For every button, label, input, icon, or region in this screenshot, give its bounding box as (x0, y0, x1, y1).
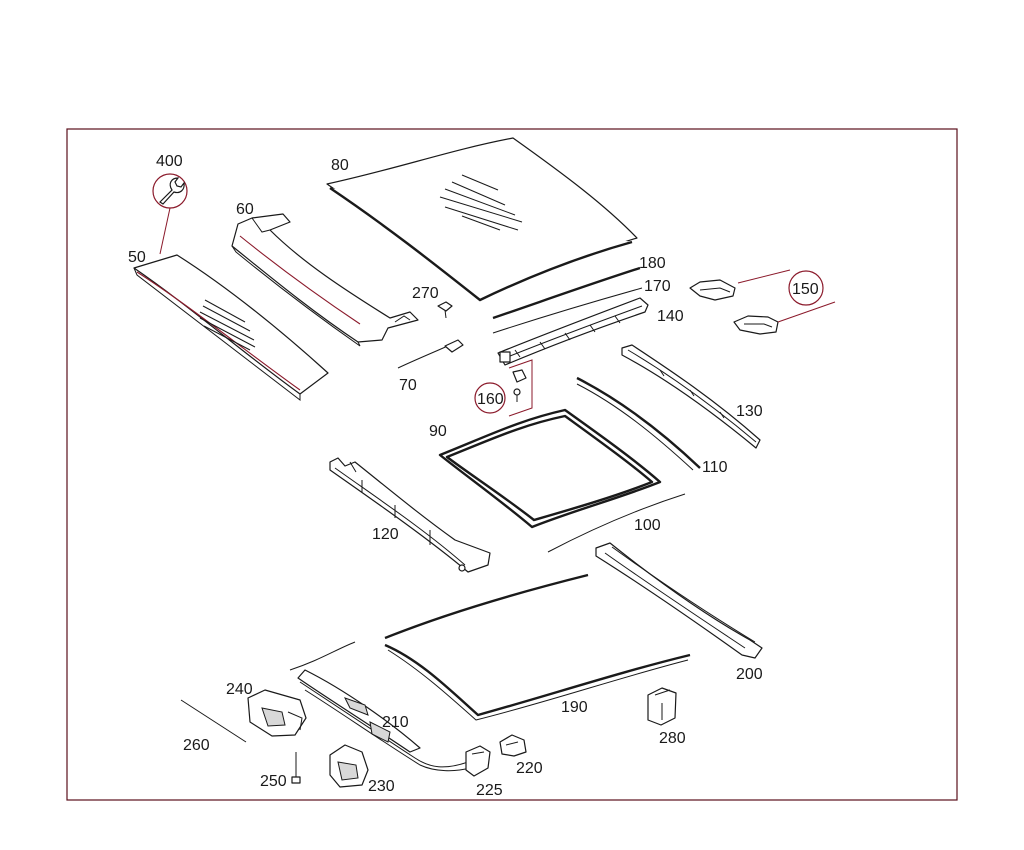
callout-230: 230 (368, 778, 395, 795)
part-110-side-seal (576, 376, 701, 471)
callout-225: 225 (476, 782, 503, 799)
callout-170: 170 (644, 278, 671, 295)
part-270-screw (437, 301, 453, 319)
part-170-seal-strip (492, 287, 643, 334)
callout-60: 60 (236, 201, 254, 218)
callout-280: 280 (659, 730, 686, 747)
callout-220: 220 (516, 760, 543, 777)
glare-lines-50 (199, 299, 256, 351)
part-260-rod (180, 699, 247, 743)
callout-270: 270 (412, 285, 439, 302)
callout-50: 50 (128, 249, 146, 266)
part-220-clip (499, 734, 527, 757)
part-70-drain-cable (397, 339, 464, 369)
part-180-seal-strip (492, 266, 641, 320)
part-400-wrench-symbol (152, 173, 188, 255)
part-120-left-guide-rail (329, 457, 491, 573)
part-130-right-guide-rail (621, 344, 761, 449)
part-240-drive-motor (247, 689, 307, 737)
part-90-frame-seal (438, 408, 662, 529)
part-60-front-trim-panel (231, 213, 419, 347)
callout-90: 90 (429, 423, 447, 440)
part-140-wind-deflector (497, 297, 649, 366)
callout-100: 100 (634, 517, 661, 534)
callout-260: 260 (183, 737, 210, 754)
callout-240: 240 (226, 681, 253, 698)
part-50-roller-blind (133, 254, 329, 402)
callout-120: 120 (372, 526, 399, 543)
callout-80: 80 (331, 157, 349, 174)
part-80-glass-roof-panel (326, 137, 638, 302)
glare-lines-80 (439, 174, 523, 231)
callout-140: 140 (657, 308, 684, 325)
part-150-bracket-set (689, 269, 836, 335)
callout-labels: 400 50 60 80 270 70 180 170 140 150 160 … (128, 153, 819, 799)
callout-210: 210 (382, 714, 409, 731)
callout-200: 200 (736, 666, 763, 683)
part-100-seal-strip (547, 493, 686, 553)
part-250-bolt (291, 752, 301, 784)
callout-110: 110 (702, 459, 728, 476)
part-210-drive-cables (289, 641, 471, 772)
callout-70: 70 (399, 377, 417, 394)
wrench-icon (159, 177, 185, 205)
part-200-rear-rail (595, 542, 763, 659)
callout-150: 150 (792, 281, 819, 298)
part-225-clip (465, 745, 491, 777)
callout-190: 190 (561, 699, 588, 716)
part-160-clip-set (474, 359, 533, 417)
callout-400: 400 (156, 153, 183, 170)
callout-180: 180 (639, 255, 666, 272)
callout-160: 160 (477, 391, 504, 408)
part-190-drain-frame (384, 573, 691, 721)
part-280-relay-module (647, 687, 677, 726)
diagram-frame (66, 128, 958, 801)
callout-250: 250 (260, 773, 287, 790)
callout-130: 130 (736, 403, 763, 420)
part-230-motor-unit (329, 744, 369, 788)
